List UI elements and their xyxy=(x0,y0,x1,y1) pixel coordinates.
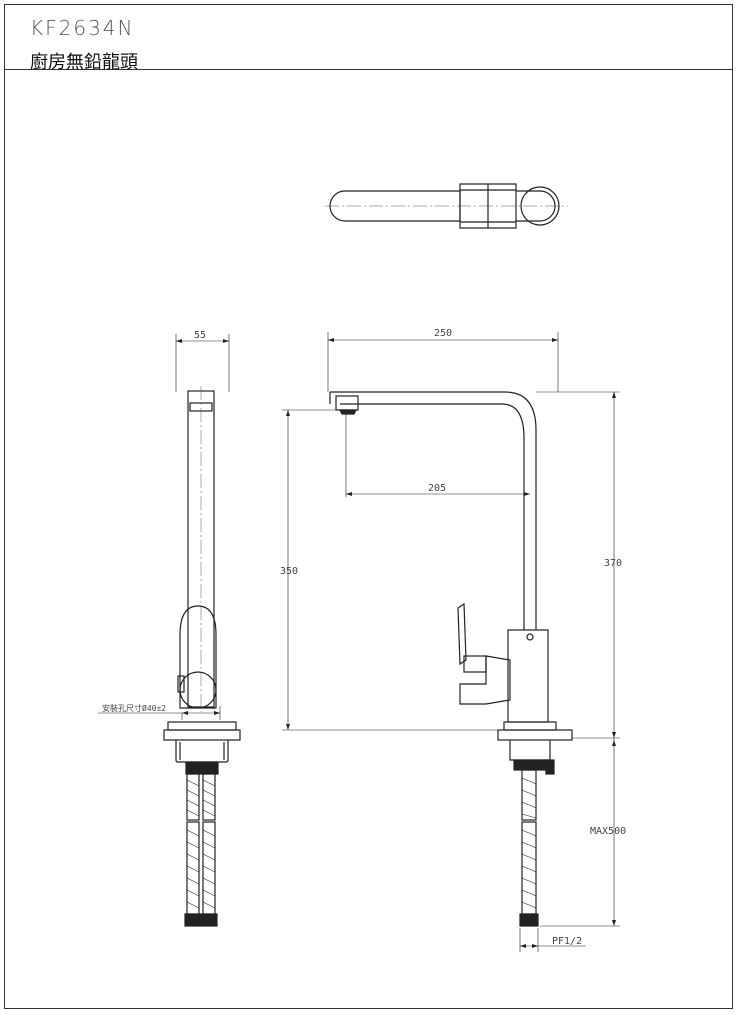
product-name: 廚房無鉛龍頭 xyxy=(30,52,138,73)
dim-aerator-reach: 205 xyxy=(428,483,446,494)
dim-total-height: 370 xyxy=(604,558,622,569)
dim-spout-height: 350 xyxy=(280,566,298,577)
dim-thread: PF1/2 xyxy=(552,936,582,947)
model-number: KF2634N xyxy=(30,16,135,40)
front-view xyxy=(282,332,620,952)
drawing-frame xyxy=(4,4,733,1009)
dim-hose-length: MAX500 xyxy=(590,826,626,837)
dim-spout-reach: 250 xyxy=(434,328,452,339)
top-view xyxy=(325,183,568,229)
side-view xyxy=(98,334,241,927)
dimension-arrows xyxy=(176,338,616,948)
title-block: KF2634N 廚房無鉛龍頭 xyxy=(4,4,733,73)
dim-install-hole: 安裝孔尺寸Ø40±2 xyxy=(102,703,166,713)
dim-side-width: 55 xyxy=(194,330,206,341)
